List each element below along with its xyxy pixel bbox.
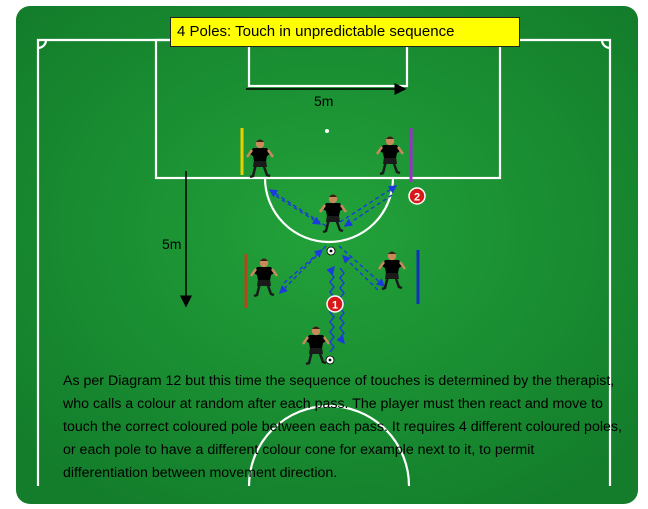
grass [16, 6, 638, 504]
poles [240, 128, 420, 308]
diagram-title: 4 Poles: Touch in unpredictable sequence [170, 17, 520, 47]
marker-1-label: 1 [332, 300, 338, 312]
marker-1: 1 [326, 295, 344, 313]
marker-2-label: 2 [414, 192, 420, 204]
description-text: As per Diagram 12 but this time the sequ… [63, 373, 622, 481]
horizontal-dimension-label: 5m [314, 93, 334, 109]
ball-icon [326, 246, 336, 256]
penalty-spot [325, 129, 329, 133]
marker-2: 2 [408, 187, 426, 205]
pass-arrows [268, 185, 398, 295]
vertical-dimension-label: 5m [162, 236, 182, 252]
ball-icon [325, 355, 335, 365]
